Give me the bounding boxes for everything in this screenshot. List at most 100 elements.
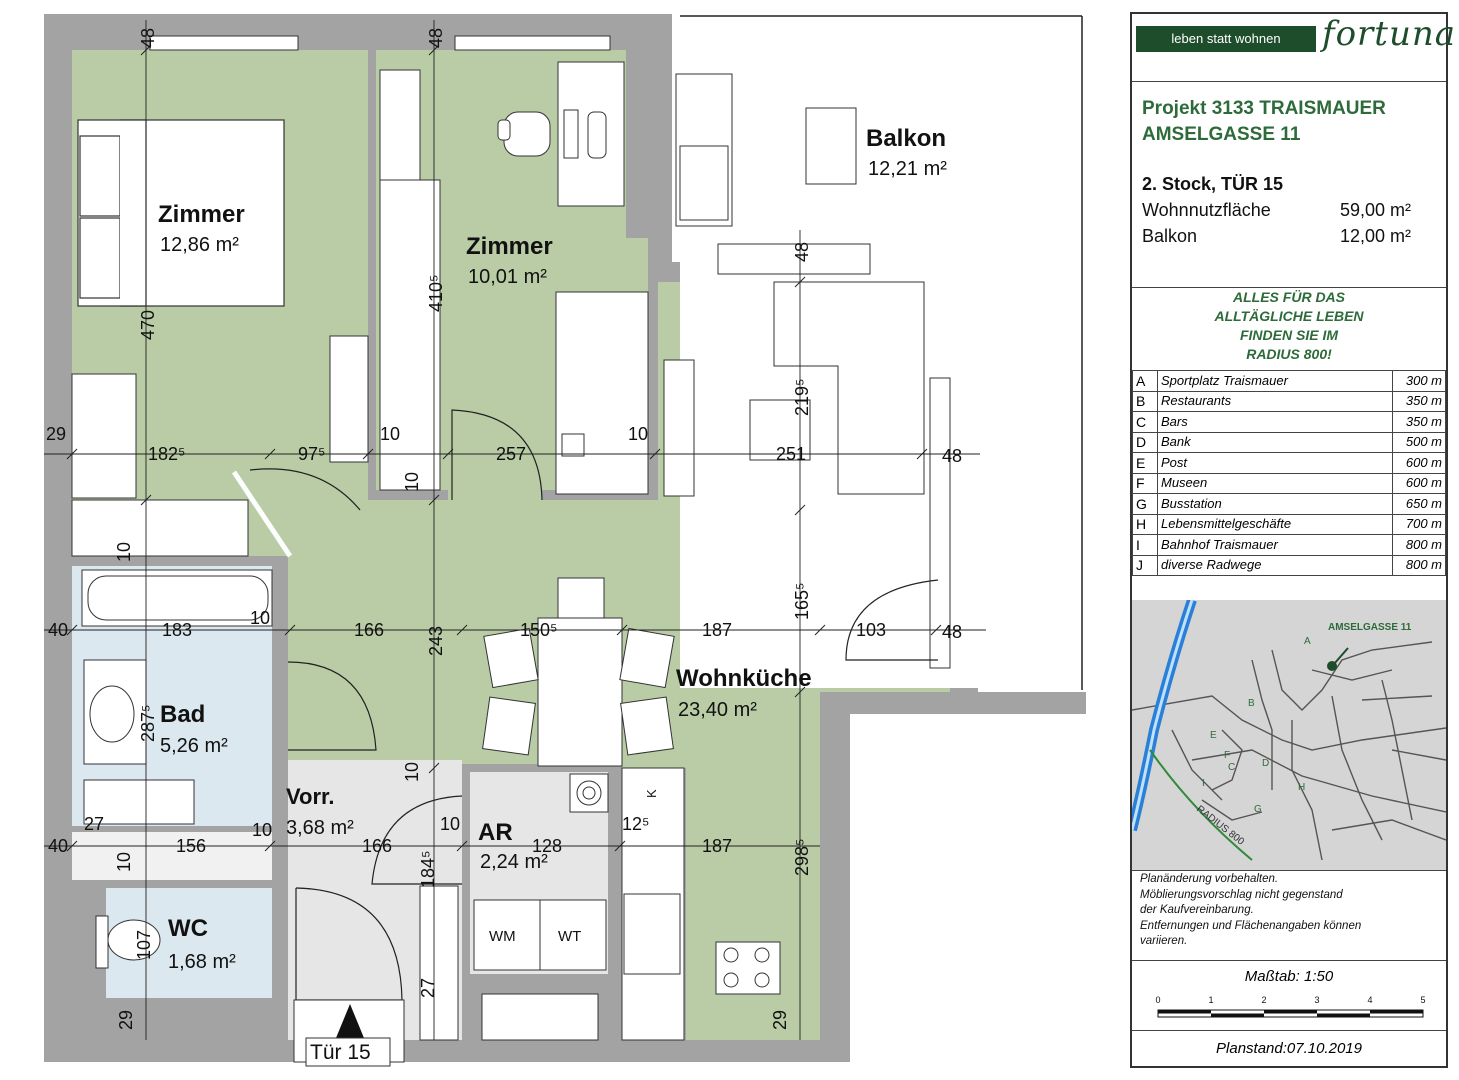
dim-label: 128 bbox=[532, 836, 562, 856]
room-zimmer1-area: 12,86 m² bbox=[160, 234, 239, 256]
dim-label: 40 bbox=[48, 620, 68, 640]
area-label: Wohnnutzfläche bbox=[1142, 200, 1271, 220]
dim-label: 182⁵ bbox=[148, 444, 186, 464]
slogan-section: ALLES FÜR DAS ALLTÄGLICHE LEBEN FINDEN S… bbox=[1132, 288, 1446, 370]
room-bad-area: 5,26 m² bbox=[160, 735, 228, 757]
map-letter: H bbox=[1298, 782, 1305, 793]
dim-label: 27 bbox=[84, 814, 104, 834]
dim-label: 10 bbox=[402, 762, 422, 782]
room-zimmer2-area: 10,01 m² bbox=[468, 266, 547, 288]
kitchen-counter-icon bbox=[569, 767, 781, 1041]
distance-place: Post bbox=[1157, 452, 1393, 474]
dim-label: 183 bbox=[162, 620, 192, 640]
dim-label: 97⁵ bbox=[298, 444, 325, 464]
dim-label: 243 bbox=[426, 626, 446, 656]
washing-machine-icon bbox=[473, 899, 607, 1041]
dim-label: 410⁵ bbox=[426, 275, 446, 313]
distance-letter: J bbox=[1132, 554, 1158, 576]
wardrobe-icon bbox=[71, 335, 369, 557]
dim-label: 40 bbox=[48, 836, 68, 856]
slogan-line: FINDEN SIE IM bbox=[1239, 327, 1338, 343]
distance-dist: 700 m bbox=[1392, 513, 1446, 535]
dim-label: 29 bbox=[116, 1010, 136, 1030]
scale-tick: 3 bbox=[1314, 995, 1319, 1005]
logo-section: leben statt wohnen fortuna bbox=[1132, 14, 1455, 82]
slogan-line: ALLTÄGLICHE LEBEN bbox=[1214, 308, 1364, 324]
dimension-labels: 48 48 48 48 48 470 410⁵ 219⁵ 29 182⁵ 97⁵… bbox=[46, 28, 962, 1030]
dim-label: 251 bbox=[776, 444, 806, 464]
map-letter: F bbox=[1224, 750, 1230, 761]
bathtub-icon bbox=[81, 569, 273, 825]
room-zimmer2-name: Zimmer bbox=[466, 233, 553, 260]
distance-dist: 350 m bbox=[1392, 411, 1446, 433]
dim-label: 29 bbox=[46, 424, 66, 444]
note-line: Entfernungen und Flächenangaben können bbox=[1140, 919, 1362, 932]
balcony-value: 12,00 m² bbox=[1340, 226, 1412, 246]
distance-letter: E bbox=[1132, 452, 1158, 474]
dim-label: 12⁵ bbox=[622, 814, 649, 834]
appliance-wm: WM bbox=[489, 928, 516, 945]
dim-label: 48 bbox=[138, 28, 158, 48]
room-wohnkueche-area: 23,40 m² bbox=[678, 699, 757, 721]
dim-label: 107 bbox=[134, 930, 154, 960]
room-vorr-name: Vorr. bbox=[286, 784, 335, 809]
room-wohnkueche-name: Wohnküche bbox=[676, 665, 812, 692]
scale-tick: 4 bbox=[1367, 995, 1372, 1005]
dim-label: 10 bbox=[380, 424, 400, 444]
dim-label: 10 bbox=[440, 814, 460, 834]
room-ar-area: 2,24 m² bbox=[480, 851, 548, 873]
scale-label: Maßtab: 1:50 bbox=[1244, 968, 1334, 985]
distance-dist: 650 m bbox=[1392, 493, 1446, 515]
distance-place: Restaurants bbox=[1157, 390, 1393, 412]
room-hallway-strip bbox=[72, 830, 288, 880]
room-wc-name: WC bbox=[168, 915, 208, 942]
scale-tick: 2 bbox=[1261, 995, 1266, 1005]
room-balkon-name: Balkon bbox=[866, 125, 946, 152]
dim-label: 166 bbox=[362, 836, 392, 856]
room-vorr-floor bbox=[288, 760, 462, 1040]
dim-label: 48 bbox=[942, 446, 962, 466]
distance-letter: C bbox=[1132, 411, 1158, 433]
shelf-icon bbox=[379, 61, 649, 495]
dim-label: 287⁵ bbox=[138, 705, 158, 743]
distance-letter: B bbox=[1132, 390, 1158, 412]
distance-place: diverse Radwege bbox=[1157, 554, 1393, 576]
map-letter: I bbox=[1202, 778, 1205, 789]
dim-label: 10 bbox=[402, 472, 422, 492]
distance-letter: D bbox=[1132, 431, 1158, 453]
brand-logo: fortuna bbox=[1322, 14, 1457, 54]
map-letter: B bbox=[1248, 698, 1255, 709]
interior-walls bbox=[44, 50, 672, 1062]
balcony-furniture-icon bbox=[675, 73, 857, 227]
dim-label: 10 bbox=[252, 820, 272, 840]
entrance-arrow-icon bbox=[336, 1004, 364, 1038]
map-label: AMSELGASSE 11 bbox=[1328, 622, 1412, 633]
scale-tick: 1 bbox=[1208, 995, 1213, 1005]
distance-place: Bahnhof Traismauer bbox=[1157, 534, 1393, 556]
project-section: Projekt 3133 TRAISMAUER AMSELGASSE 11 2.… bbox=[1132, 82, 1446, 288]
distance-dist: 350 m bbox=[1392, 390, 1446, 412]
distance-letter: A bbox=[1132, 370, 1158, 392]
dim-label: 48 bbox=[792, 242, 812, 262]
dim-label: 156 bbox=[176, 836, 206, 856]
room-wc-area: 1,68 m² bbox=[168, 951, 236, 973]
dim-label: 219⁵ bbox=[792, 379, 812, 417]
dim-label: 470 bbox=[138, 310, 158, 340]
door-swings bbox=[231, 409, 939, 1001]
distance-dist: 300 m bbox=[1392, 370, 1446, 392]
scale-tick: 0 bbox=[1155, 995, 1160, 1005]
dim-label: 166 bbox=[354, 620, 384, 640]
dim-label: 187 bbox=[702, 620, 732, 640]
map-letter: A bbox=[1304, 636, 1311, 647]
map-letter: D bbox=[1262, 758, 1269, 769]
room-zimmer1-name: Zimmer bbox=[158, 201, 245, 228]
closet-icon bbox=[419, 885, 459, 1041]
dim-label: 10 bbox=[628, 424, 648, 444]
